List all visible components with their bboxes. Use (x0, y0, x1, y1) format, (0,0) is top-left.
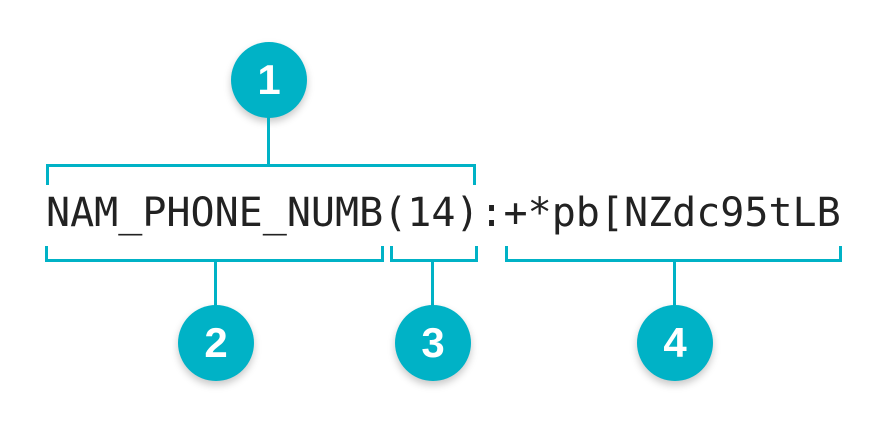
callout-stem-2 (214, 262, 217, 307)
callout-bracket-2 (45, 246, 384, 262)
callout-bracket-1 (46, 164, 476, 185)
callout-stem-1 (267, 114, 270, 164)
callout-stem-4 (673, 262, 676, 307)
callout-badge-4: 4 (637, 305, 713, 381)
callout-bracket-4 (505, 246, 842, 262)
callout-number-1: 1 (257, 56, 281, 103)
callout-badge-3: 3 (395, 305, 471, 381)
callout-number-4: 4 (663, 319, 687, 366)
callout-number-2: 2 (204, 319, 228, 366)
callout-number-3: 3 (421, 319, 445, 366)
callout-bracket-3 (390, 246, 478, 262)
callout-badge-1: 1 (231, 42, 307, 118)
callout-badge-2: 2 (178, 305, 254, 381)
callout-stem-3 (431, 262, 434, 307)
masked-column-code-text: NAM_PHONE_NUMB(14):+*pb[NZdc95tLB (46, 190, 841, 236)
